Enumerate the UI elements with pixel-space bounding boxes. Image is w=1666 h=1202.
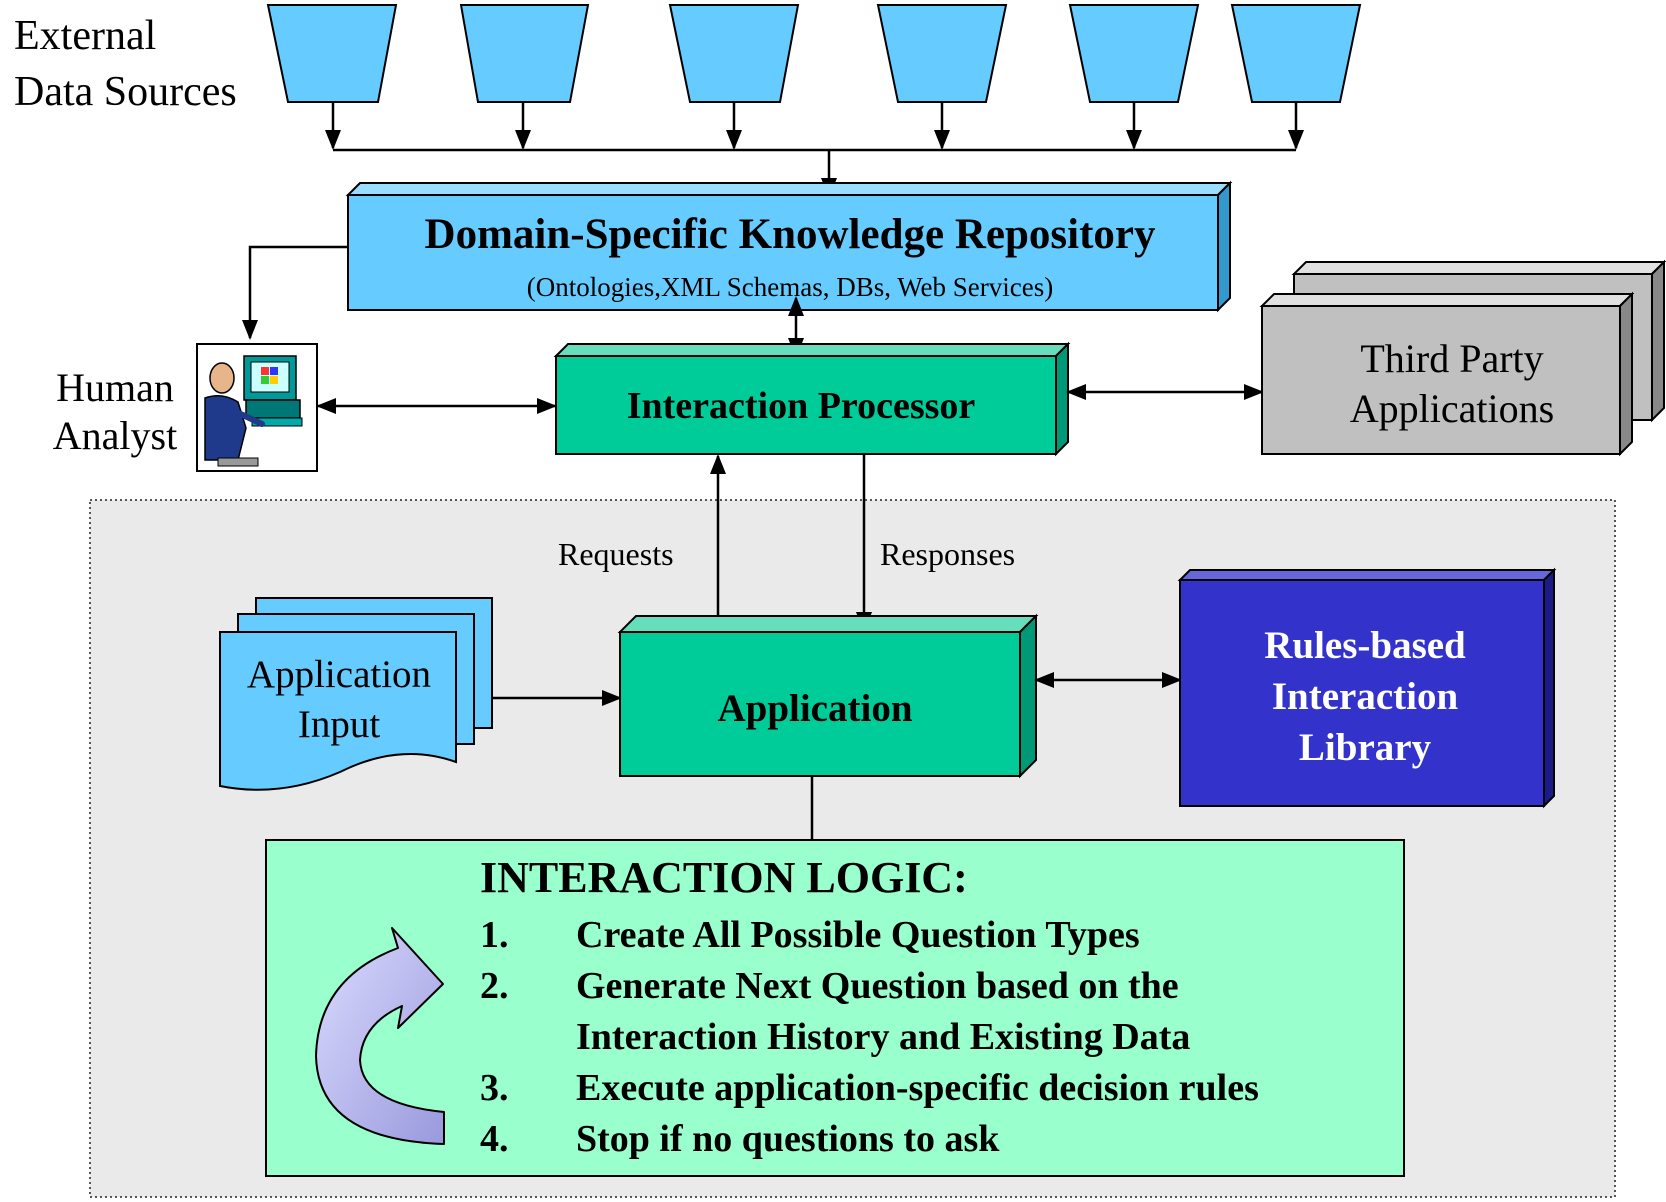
data-source-6 — [1230, 4, 1362, 103]
repository-title: Domain-Specific Knowledge Repository — [424, 211, 1156, 258]
step-number: 2. — [480, 965, 509, 1007]
logic-step-1: 1. Create All Possible Question Types — [480, 910, 1140, 961]
repository-subtitle: (Ontologies,XML Schemas, DBs, Web Servic… — [526, 272, 1054, 302]
data-source-2 — [459, 4, 590, 103]
interaction-logic-title: INTERACTION LOGIC: — [480, 853, 968, 902]
responses-label: Responses — [880, 536, 1016, 572]
external-data-sources-label: External Data Sources — [14, 8, 237, 120]
third-party-line1: Third Party — [1360, 336, 1544, 381]
interaction-processor-label: Interaction Processor — [626, 385, 976, 427]
data-source-3 — [668, 4, 800, 103]
knowledge-repository-box — [345, 180, 1233, 313]
requests-label: Requests — [558, 536, 674, 572]
step-text: Generate Next Question based on the — [576, 965, 1179, 1007]
application-box — [617, 613, 1039, 779]
human-analyst-line1: Human — [56, 365, 174, 410]
data-source-4 — [876, 4, 1008, 103]
rules-library-label: Rules-based Interaction Library — [1180, 620, 1550, 773]
third-party-line2: Applications — [1349, 386, 1555, 431]
step-number: 1. — [480, 914, 509, 956]
interaction-logic-box — [265, 839, 1405, 1177]
rules-library-line2: Interaction — [1271, 675, 1459, 718]
step-text: Create All Possible Question Types — [576, 914, 1140, 956]
application-input-line1: Application — [246, 653, 432, 696]
human-analyst-line2: Analyst — [52, 413, 178, 458]
human-analyst-label: Human Analyst — [40, 364, 190, 460]
application-input-label: Application Input — [224, 650, 454, 750]
step-number: 4. — [480, 1118, 509, 1160]
external-data-sources — [266, 4, 1362, 103]
rules-library-box — [1177, 567, 1557, 809]
logic-step-4: 4. Stop if no questions to ask — [480, 1114, 999, 1165]
logic-step-3: 3. Execute application-specific decision … — [480, 1063, 1259, 1114]
step-text: Execute application-specific decision ru… — [576, 1067, 1259, 1109]
application-label: Application — [717, 687, 913, 730]
logic-step-2: 2. Generate Next Question based on the — [480, 961, 1179, 1012]
logic-step-2-continuation: Interaction History and Existing Data — [576, 1016, 1191, 1058]
rules-library-line1: Rules-based — [1264, 624, 1466, 667]
application-input-document — [219, 597, 493, 791]
cycle-arrow-icon — [315, 927, 445, 1145]
interaction-processor-box — [553, 341, 1071, 457]
data-source-5 — [1068, 4, 1200, 103]
rules-library-line3: Library — [1298, 726, 1432, 769]
step-number: 3. — [480, 1067, 509, 1109]
external-label-line2: Data Sources — [14, 69, 237, 115]
third-party-label: Third Party Applications — [1262, 334, 1642, 434]
third-party-applications-box — [1259, 259, 1666, 457]
step-text: Stop if no questions to ask — [576, 1118, 1000, 1160]
application-input-line2: Input — [297, 703, 381, 746]
external-label-line1: External — [14, 13, 157, 59]
human-analyst-icon — [196, 343, 318, 472]
data-source-1 — [266, 4, 398, 103]
